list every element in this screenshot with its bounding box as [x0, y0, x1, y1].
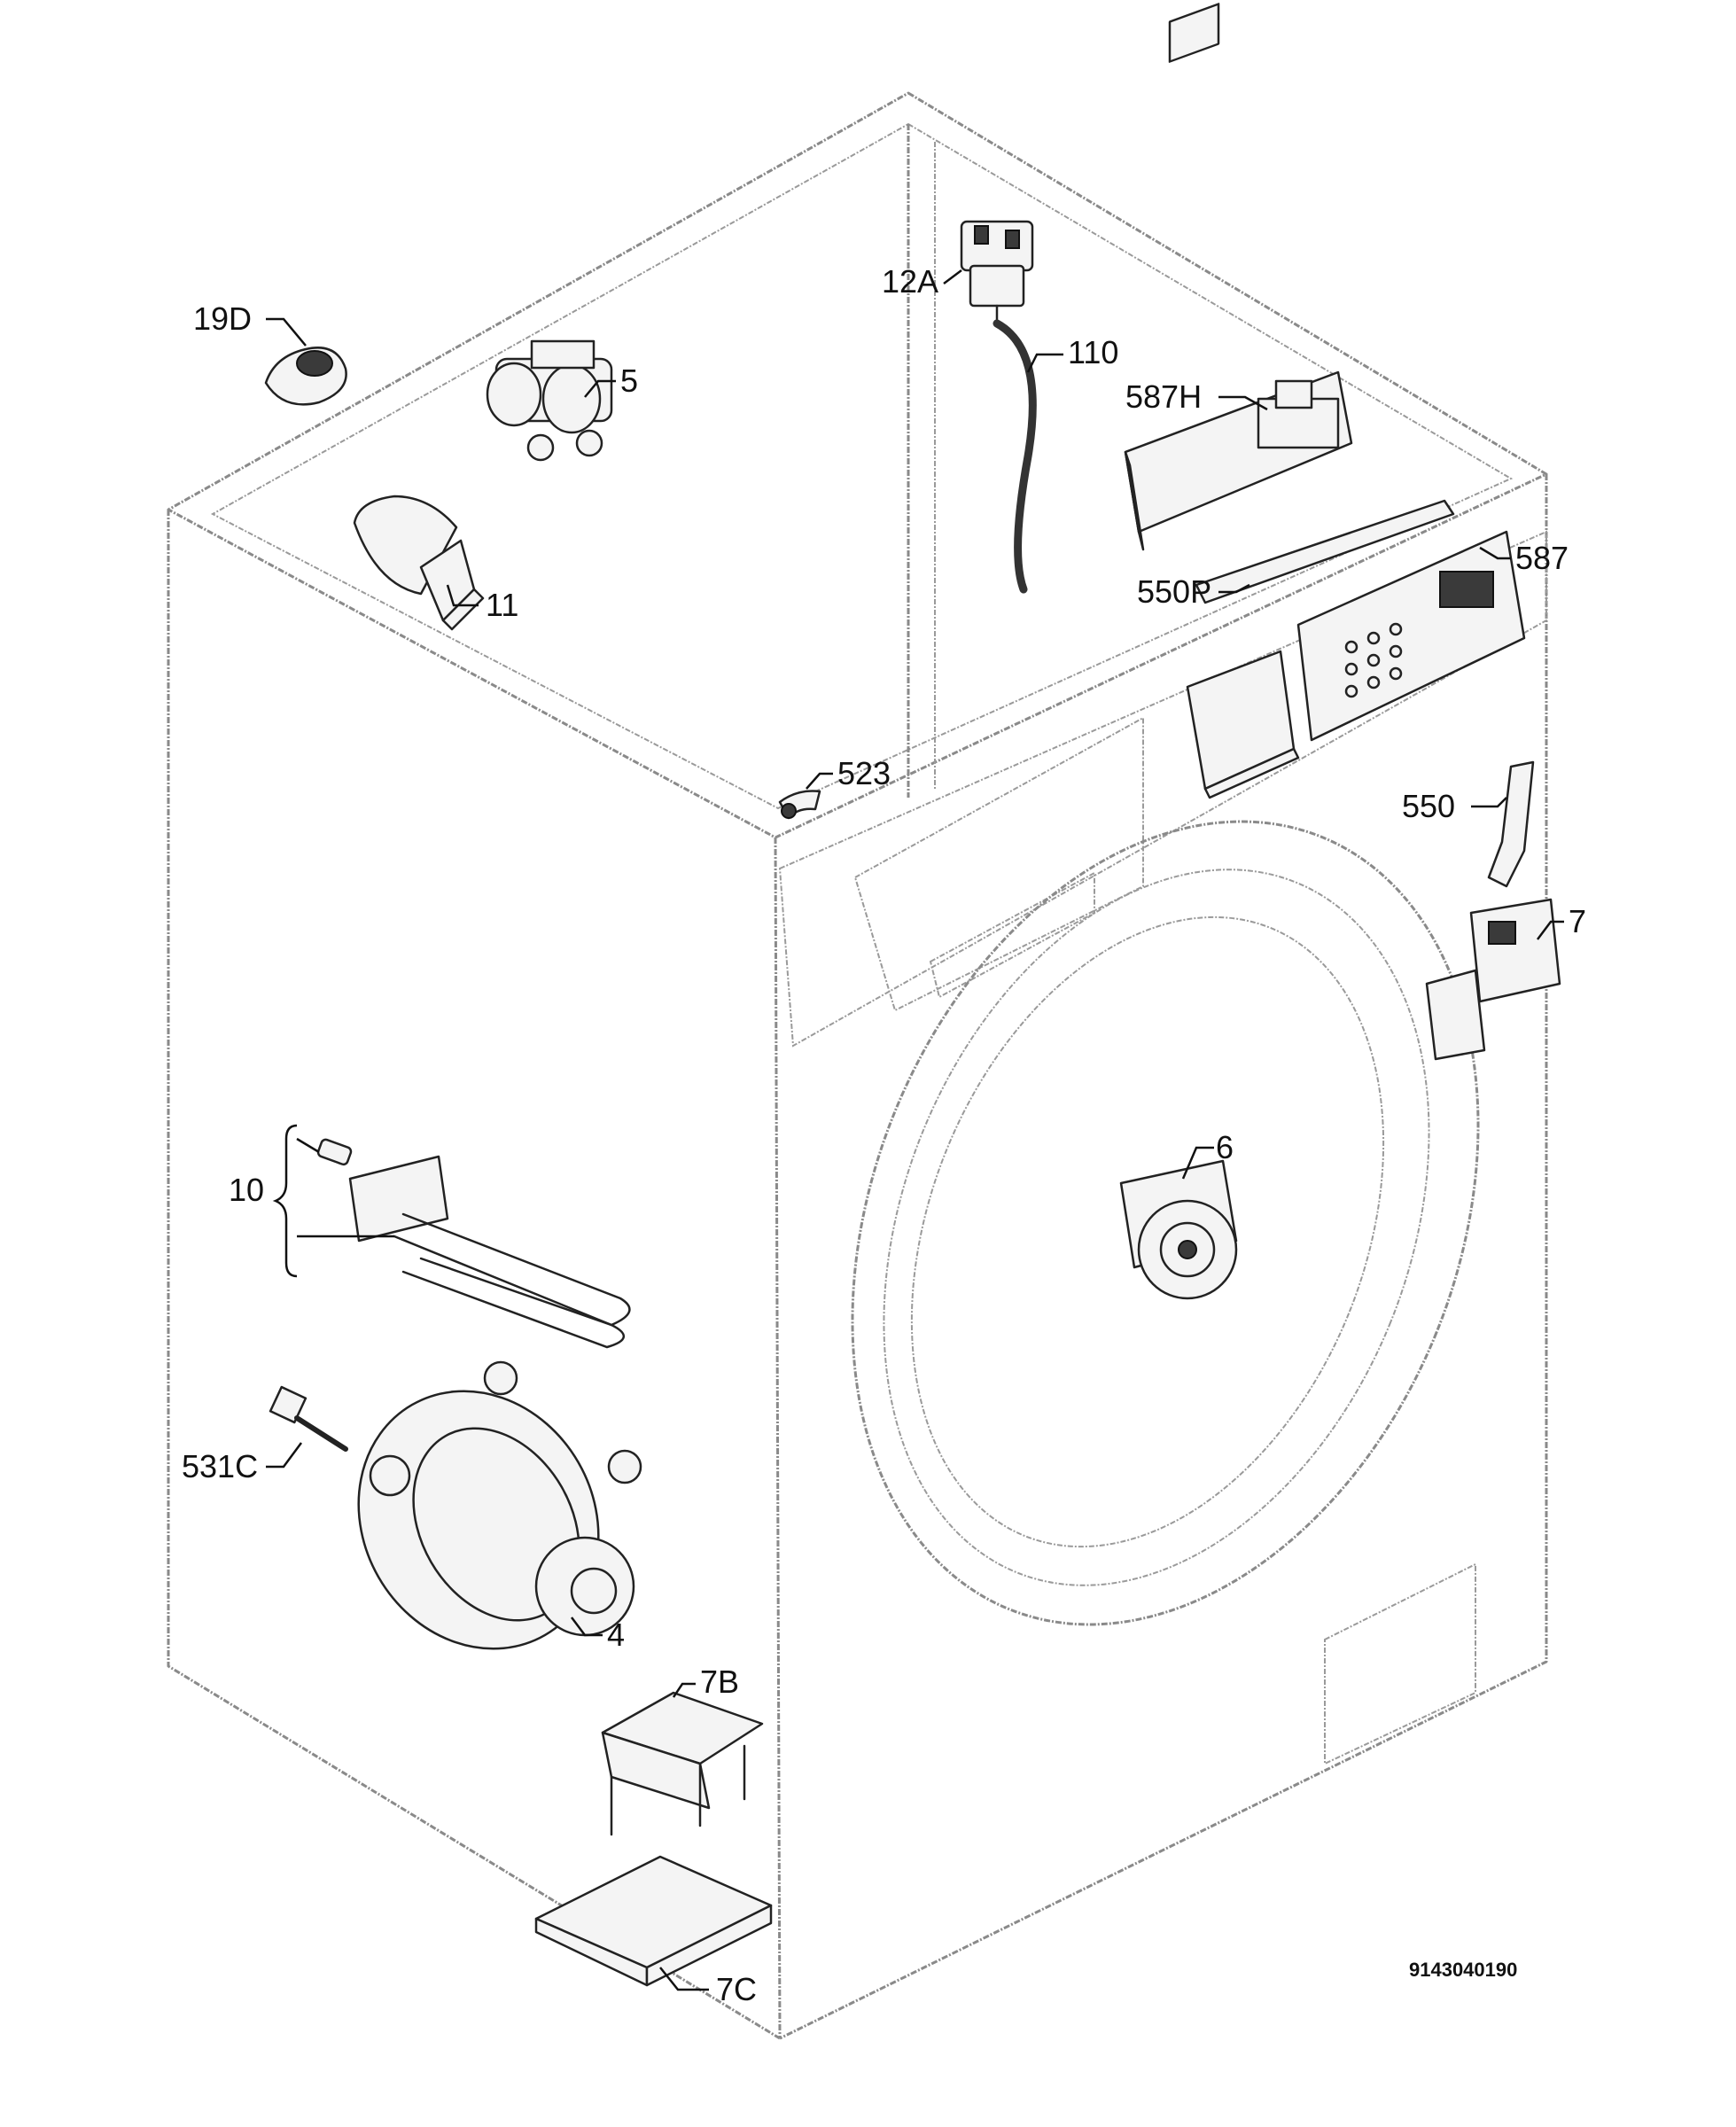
cabinet-left-side — [167, 510, 781, 2040]
part-523-clip — [778, 790, 821, 820]
bracket-10 — [272, 1124, 298, 1278]
label-6: 6 — [1216, 1129, 1234, 1165]
label-110: 110 — [1068, 334, 1118, 370]
label-523: 523 — [837, 755, 891, 791]
part-4-motor — [357, 1360, 642, 1650]
label-11: 11 — [486, 587, 518, 623]
part-550-lever — [1487, 760, 1535, 888]
label-10: 10 — [229, 1172, 264, 1208]
part-12a-pressure-switch — [960, 220, 1034, 325]
board-buttons — [1344, 622, 1403, 698]
part-labels: 12A 110 19D 5 587H 11 587 550P 523 550 7… — [182, 263, 1586, 2007]
label-5: 5 — [620, 362, 638, 399]
label-550: 550 — [1402, 788, 1455, 824]
label-550p: 550P — [1137, 573, 1211, 610]
part-10-heating-element — [316, 1138, 631, 1349]
part-7c-base-plate — [534, 1855, 773, 1987]
label-7c: 7C — [716, 1971, 757, 2007]
part-110-hose — [993, 319, 1037, 594]
service-flap — [1324, 1562, 1476, 1765]
part-7-door-lock — [1425, 898, 1561, 1061]
part-7b-bracket — [601, 1691, 764, 1836]
label-12a: 12A — [882, 263, 938, 300]
part-5-water-valve — [486, 339, 613, 462]
cabinet-front-corner — [774, 837, 782, 2039]
cabinet-outline — [167, 91, 1548, 2040]
drawer-handle — [929, 871, 1095, 999]
control-panel-band — [778, 530, 1547, 1048]
part-531c-screw — [269, 1385, 348, 1452]
leader-lines — [266, 269, 1564, 1991]
part-550p-light-guide — [1195, 499, 1455, 604]
part-19d — [264, 347, 347, 406]
detergent-drawer — [853, 716, 1144, 1012]
door-outer-ring — [851, 820, 1480, 1626]
part-11-capacitor — [353, 495, 485, 631]
part-587-display-board — [1186, 530, 1526, 799]
part-6-drain-pump — [1119, 1159, 1238, 1300]
label-19d: 19D — [193, 300, 252, 337]
label-531c: 531C — [182, 1448, 258, 1484]
cabinet-front-side — [779, 474, 1548, 2040]
label-4: 4 — [607, 1617, 625, 1653]
label-587: 587 — [1515, 540, 1569, 576]
label-7: 7 — [1569, 903, 1586, 939]
door-inner-ring — [910, 915, 1385, 1548]
part-587h-control-board — [1124, 3, 1353, 551]
label-587h: 587H — [1125, 378, 1202, 415]
door-middle-ring — [883, 869, 1430, 1586]
label-7b: 7B — [700, 1663, 739, 1700]
cabinet-top-inner-rim — [210, 122, 1514, 810]
drawing-code: 9143040190 — [1409, 1959, 1517, 1981]
